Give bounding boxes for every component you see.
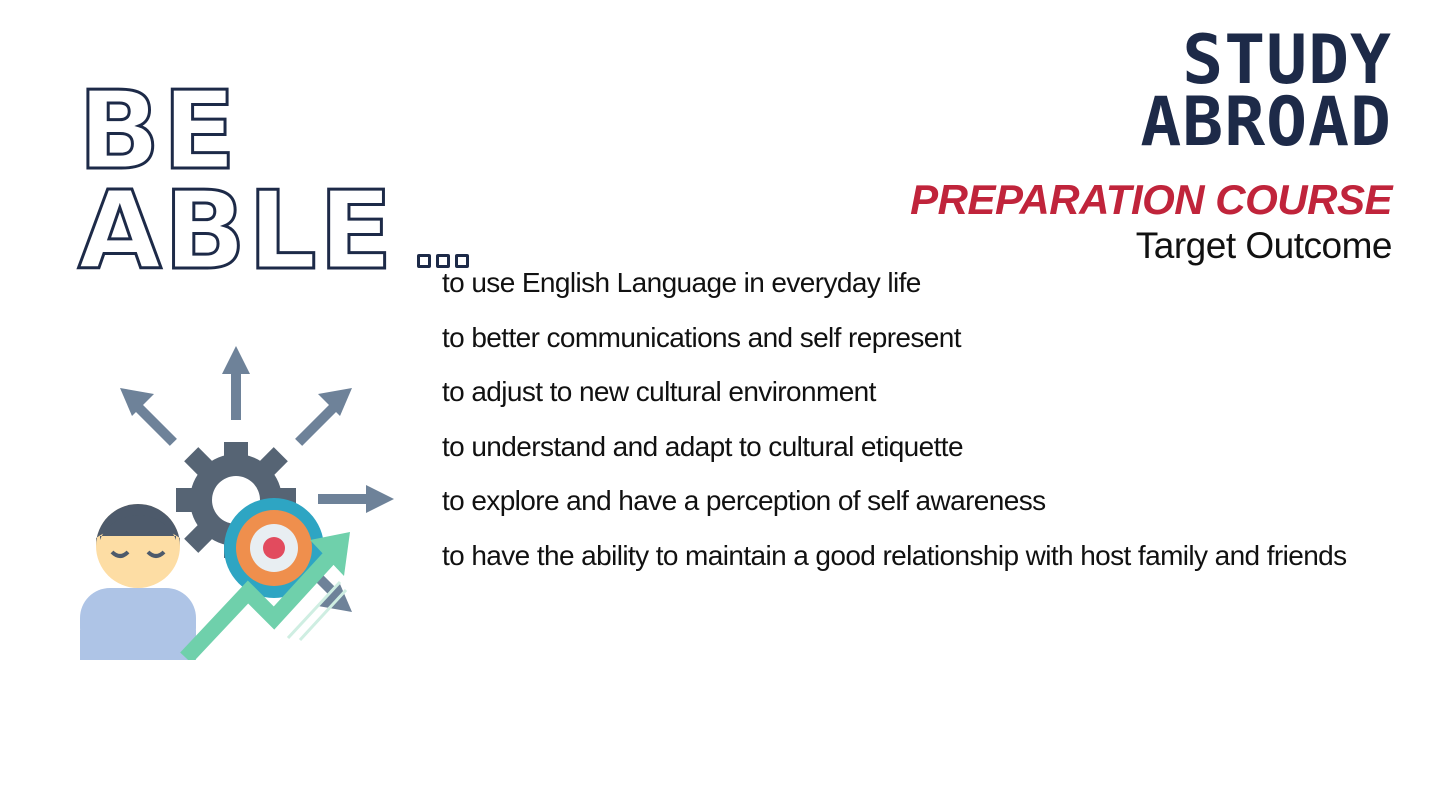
heading-line-2: ABLE (77, 176, 474, 287)
be-able-heading: BE ABLE (77, 69, 474, 287)
heading-line-1: BE (77, 69, 239, 194)
heading-line-2-text: ABLE (77, 169, 395, 294)
title-abroad: ABROAD (1140, 83, 1392, 162)
outcome-item: to better communications and self repres… (442, 321, 962, 353)
person-icon (80, 504, 196, 660)
target-icon (224, 498, 324, 598)
outcome-item: to adjust to new cultural environment (442, 376, 876, 407)
outcome-item: to explore and have a perception of self… (442, 485, 1046, 516)
course-subtitle: PREPARATION COURSE (910, 176, 1392, 223)
outcome-list: to use English Language in everyday life… (442, 256, 1347, 583)
title-block: STUDY ABROAD PREPARATION COURSE Target O… (910, 21, 1393, 268)
ellipsis-icon (416, 182, 474, 282)
outcome-item: to use English Language in everyday life (442, 267, 921, 298)
outcome-item: to have the ability to maintain a good r… (442, 539, 1347, 571)
growth-arrow-icon (180, 532, 350, 660)
person-goal-growth-icon (80, 346, 394, 660)
target-outcome-caption: Target Outcome (1135, 225, 1393, 266)
title-study: STUDY (1182, 21, 1392, 100)
outcome-item: to understand and adapt to cultural etiq… (442, 430, 964, 462)
